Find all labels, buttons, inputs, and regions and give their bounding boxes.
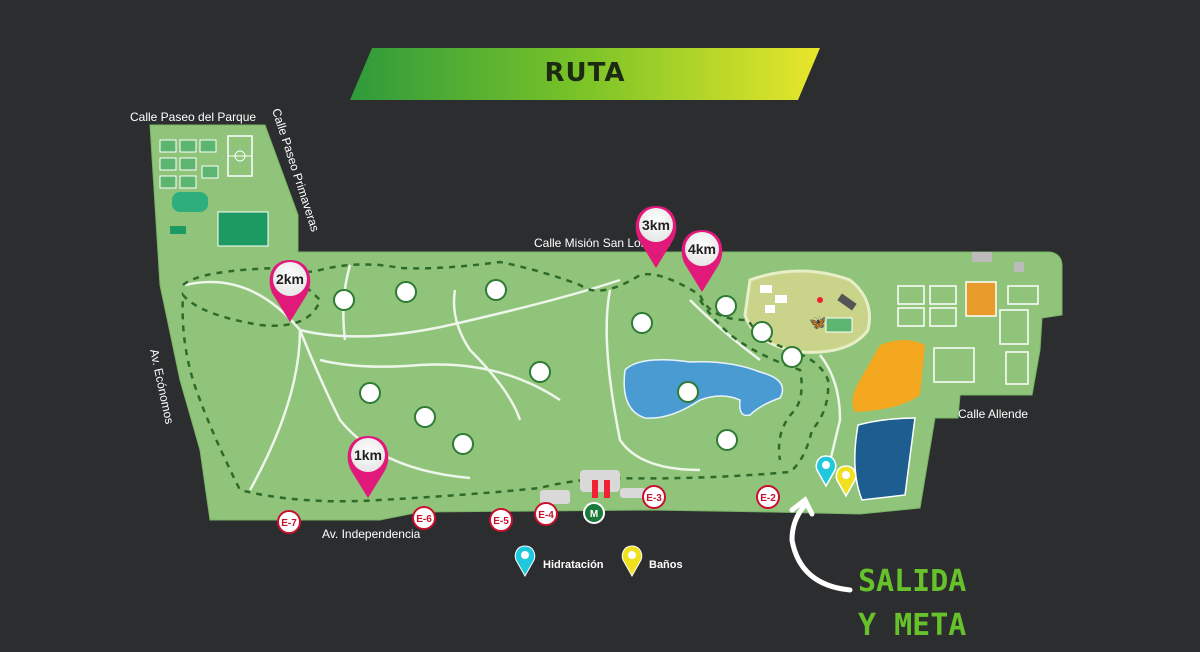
gazebo-icons xyxy=(333,279,803,455)
finish-line-1: SALIDA xyxy=(858,564,967,599)
km-marker-2km: 2km xyxy=(269,260,311,322)
legend-hydration-label: Hidratación xyxy=(543,559,604,571)
legend-bathroom-label: Baños xyxy=(649,559,683,571)
exit-label: E-2 xyxy=(760,493,776,504)
km-marker-label: 3km xyxy=(642,217,670,233)
map-title: RUTA xyxy=(544,58,626,88)
km-marker-label: 1km xyxy=(354,447,382,463)
ruta-banner xyxy=(350,48,820,100)
svg-text:M: M xyxy=(590,509,598,520)
park-paths xyxy=(184,264,842,491)
finish-label: SALIDA Y META xyxy=(858,560,966,648)
exit-label: E-4 xyxy=(538,510,554,521)
attraction-area: 🦋 xyxy=(743,269,871,354)
svg-text:🦋: 🦋 xyxy=(809,314,827,330)
exit-sign-e-2: E-2 xyxy=(756,485,780,509)
exit-label: E-3 xyxy=(646,493,662,504)
legend-hydration-pin xyxy=(514,545,536,578)
exit-sign-e-4: E-4 xyxy=(534,502,558,526)
exit-sign-e-6: E-6 xyxy=(412,506,436,530)
street-economos: Av. Ecónomos xyxy=(147,348,177,426)
orange-area xyxy=(852,340,925,412)
street-independencia: Av. Independencia xyxy=(322,527,421,541)
exit-sign-e-7: E-7 xyxy=(277,510,301,534)
race-route-inner xyxy=(698,299,803,461)
exit-sign-e-3: E-3 xyxy=(642,485,666,509)
street-mision-san-lorenzo: Calle Misión San Lorenzo xyxy=(534,236,671,250)
legend: Hidratación Baños xyxy=(514,545,683,578)
km-marker-3km: 3km xyxy=(635,206,677,268)
start-hydration-pin xyxy=(815,455,837,488)
blue-pond xyxy=(854,417,916,501)
finish-arrow xyxy=(789,496,853,593)
km-marker-4km: 4km xyxy=(681,230,723,292)
finish-line-2: Y META xyxy=(858,608,967,643)
street-paseo-del-parque: Calle Paseo del Parque xyxy=(130,110,256,124)
exit-label: E-6 xyxy=(416,514,432,525)
sports-fields-north xyxy=(159,135,269,247)
km-marker-1km: 1km xyxy=(347,436,389,498)
sports-fields-east xyxy=(897,252,1039,385)
race-route xyxy=(181,260,830,503)
exit-sign-e-5: E-5 xyxy=(489,508,513,532)
lake xyxy=(623,359,784,419)
start-bathroom-pin xyxy=(835,465,857,498)
legend-bathroom-pin xyxy=(621,545,643,578)
street-allende: Calle Allende xyxy=(958,407,1028,421)
exit-label: E-5 xyxy=(493,516,509,527)
km-marker-label: 4km xyxy=(688,241,716,257)
exit-label: E-7 xyxy=(281,518,297,529)
entrance-buildings: M xyxy=(540,470,646,524)
km-marker-label: 2km xyxy=(276,271,304,287)
